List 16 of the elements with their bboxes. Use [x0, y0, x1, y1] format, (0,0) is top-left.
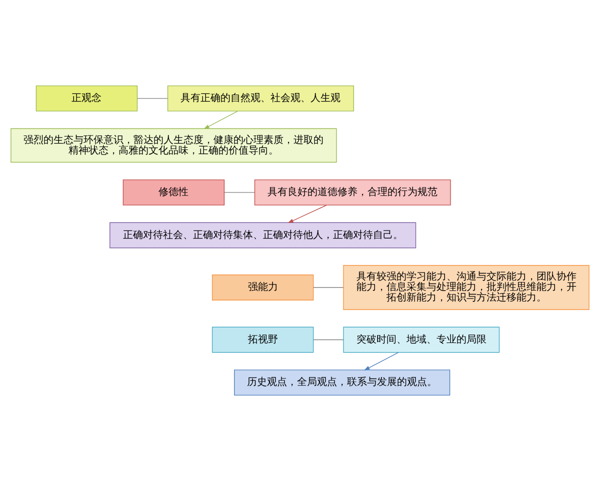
node-box: 正确对待社会、正确对待集体、正确对待他人，正确对待自己。: [110, 222, 416, 248]
node-box: 历史观点，全局观点，联系与发展的观点。: [234, 369, 450, 396]
node-box: 具有良好的道德修养，合理的行为规范: [254, 178, 451, 205]
node-box: 正观念: [36, 84, 138, 111]
node-box: 强烈的生态与环保意识，豁达的人生态度，健康的心理素质，进取的精神状态，高雅的文化品味，正确的价值导向。: [10, 128, 337, 162]
node-box: 突破时间、地域、专业的局限: [343, 326, 500, 352]
node-box: 修德性: [122, 178, 225, 205]
node-box: 具有正确的自然观、社会观、人生观: [167, 84, 354, 111]
arrow: [288, 204, 327, 223]
arrow: [204, 110, 238, 129]
node-box: 拓视野: [212, 326, 314, 352]
node-box: 具有较强的学习能力、沟通与交际能力，团队协作能力，信息采集与处理能力，批判性思维能力，开拓创新能力，知识与方法迁移能力。: [343, 264, 590, 310]
node-box: 强能力: [212, 274, 314, 300]
arrow: [364, 352, 399, 370]
connector: [313, 286, 344, 288]
connector: [313, 338, 344, 340]
